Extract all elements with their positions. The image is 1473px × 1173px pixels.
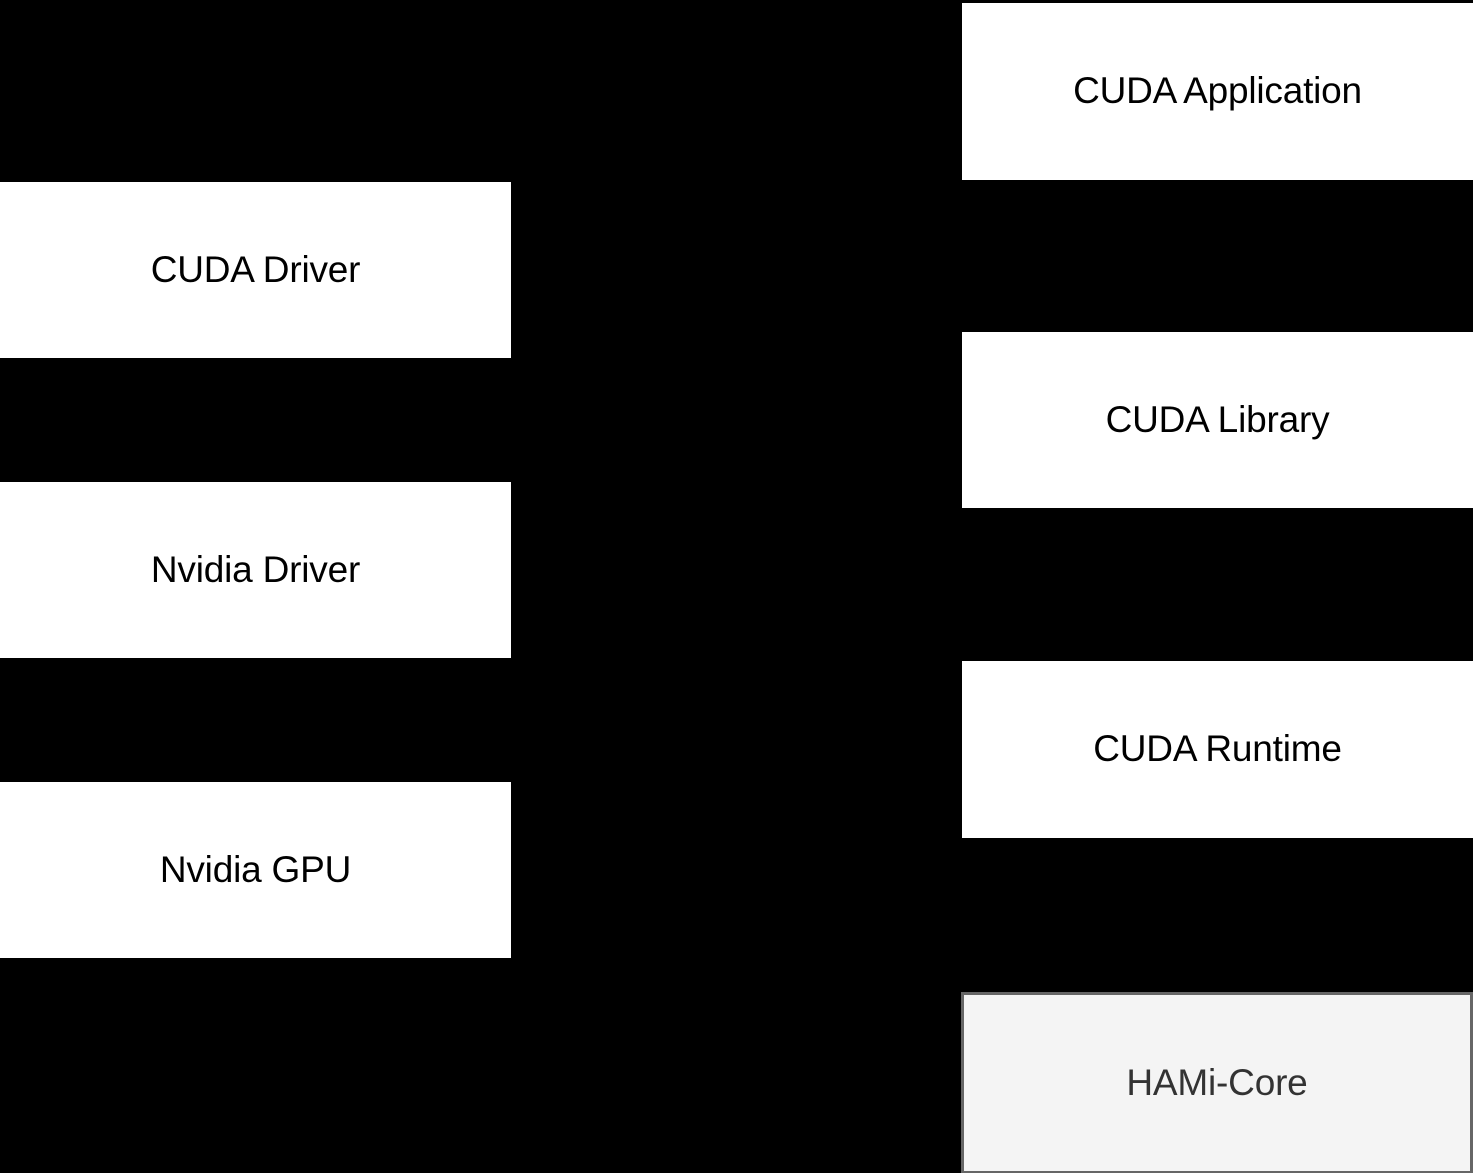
node-cuda-driver[interactable]: CUDA Driver [0, 181, 512, 359]
node-cuda-runtime[interactable]: CUDA Runtime [961, 660, 1473, 839]
node-cuda-driver-label: CUDA Driver [150, 248, 361, 290]
node-hami-core[interactable]: HAMi-Core [961, 992, 1473, 1173]
node-cuda-library-label: CUDA Library [1105, 398, 1330, 440]
node-hami-core-label: HAMi-Core [1126, 1061, 1308, 1103]
node-nvidia-gpu-label: Nvidia GPU [159, 848, 352, 890]
node-nvidia-gpu[interactable]: Nvidia GPU [0, 781, 512, 959]
node-cuda-application-label: CUDA Application [1073, 70, 1362, 112]
node-nvidia-driver[interactable]: Nvidia Driver [0, 481, 512, 659]
node-cuda-runtime-label: CUDA Runtime [1093, 728, 1342, 770]
node-cuda-application[interactable]: CUDA Application [961, 2, 1473, 181]
node-cuda-library[interactable]: CUDA Library [961, 331, 1473, 509]
node-nvidia-driver-label: Nvidia Driver [150, 548, 361, 590]
